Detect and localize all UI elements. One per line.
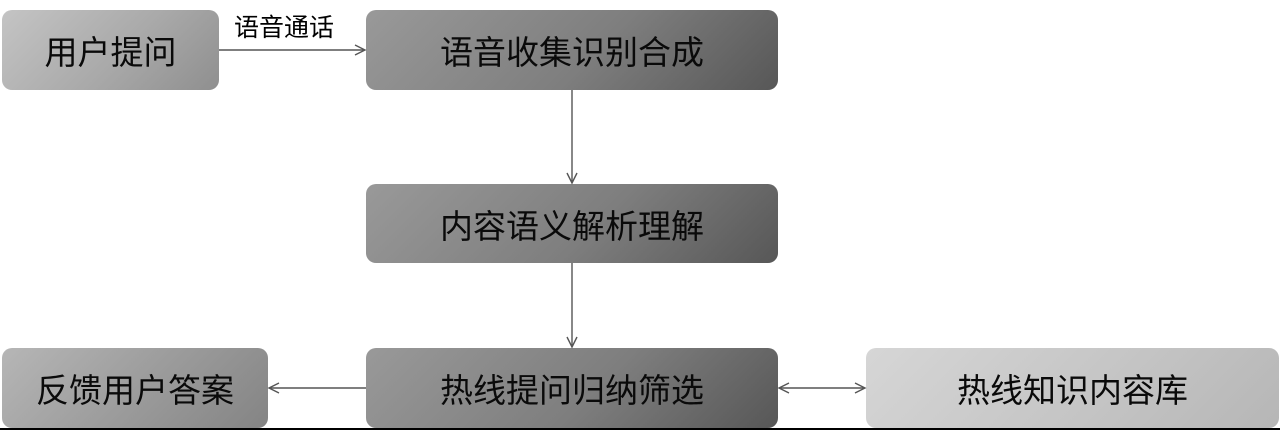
node-label: 反馈用户答案 <box>36 371 234 410</box>
edge-voice-to-semantic <box>566 90 578 185</box>
bottom-border-line <box>0 428 1280 430</box>
node-label: 热线提问归纳筛选 <box>440 371 704 410</box>
node-label: 热线知识内容库 <box>957 371 1188 410</box>
node-feedback-answer: 反馈用户答案 <box>2 348 268 428</box>
node-hotline-summary: 热线提问归纳筛选 <box>366 348 778 428</box>
node-knowledge-base: 热线知识内容库 <box>866 348 1279 428</box>
node-semantic-understanding: 内容语义解析理解 <box>366 184 778 263</box>
edge-label-voice-call: 语音通话 <box>234 13 335 42</box>
node-voice-processing: 语音收集识别合成 <box>366 10 778 90</box>
edge-summary-to-feedback <box>267 382 366 394</box>
node-label: 内容语义解析理解 <box>440 206 704 246</box>
edge-semantic-to-summary <box>566 263 578 349</box>
edge-summary-knowledge-bidirectional <box>777 382 867 394</box>
node-label: 语音收集识别合成 <box>440 33 704 72</box>
node-user-question: 用户提问 <box>2 10 219 90</box>
edge-user-to-voice <box>219 44 367 56</box>
node-label: 用户提问 <box>44 33 177 72</box>
